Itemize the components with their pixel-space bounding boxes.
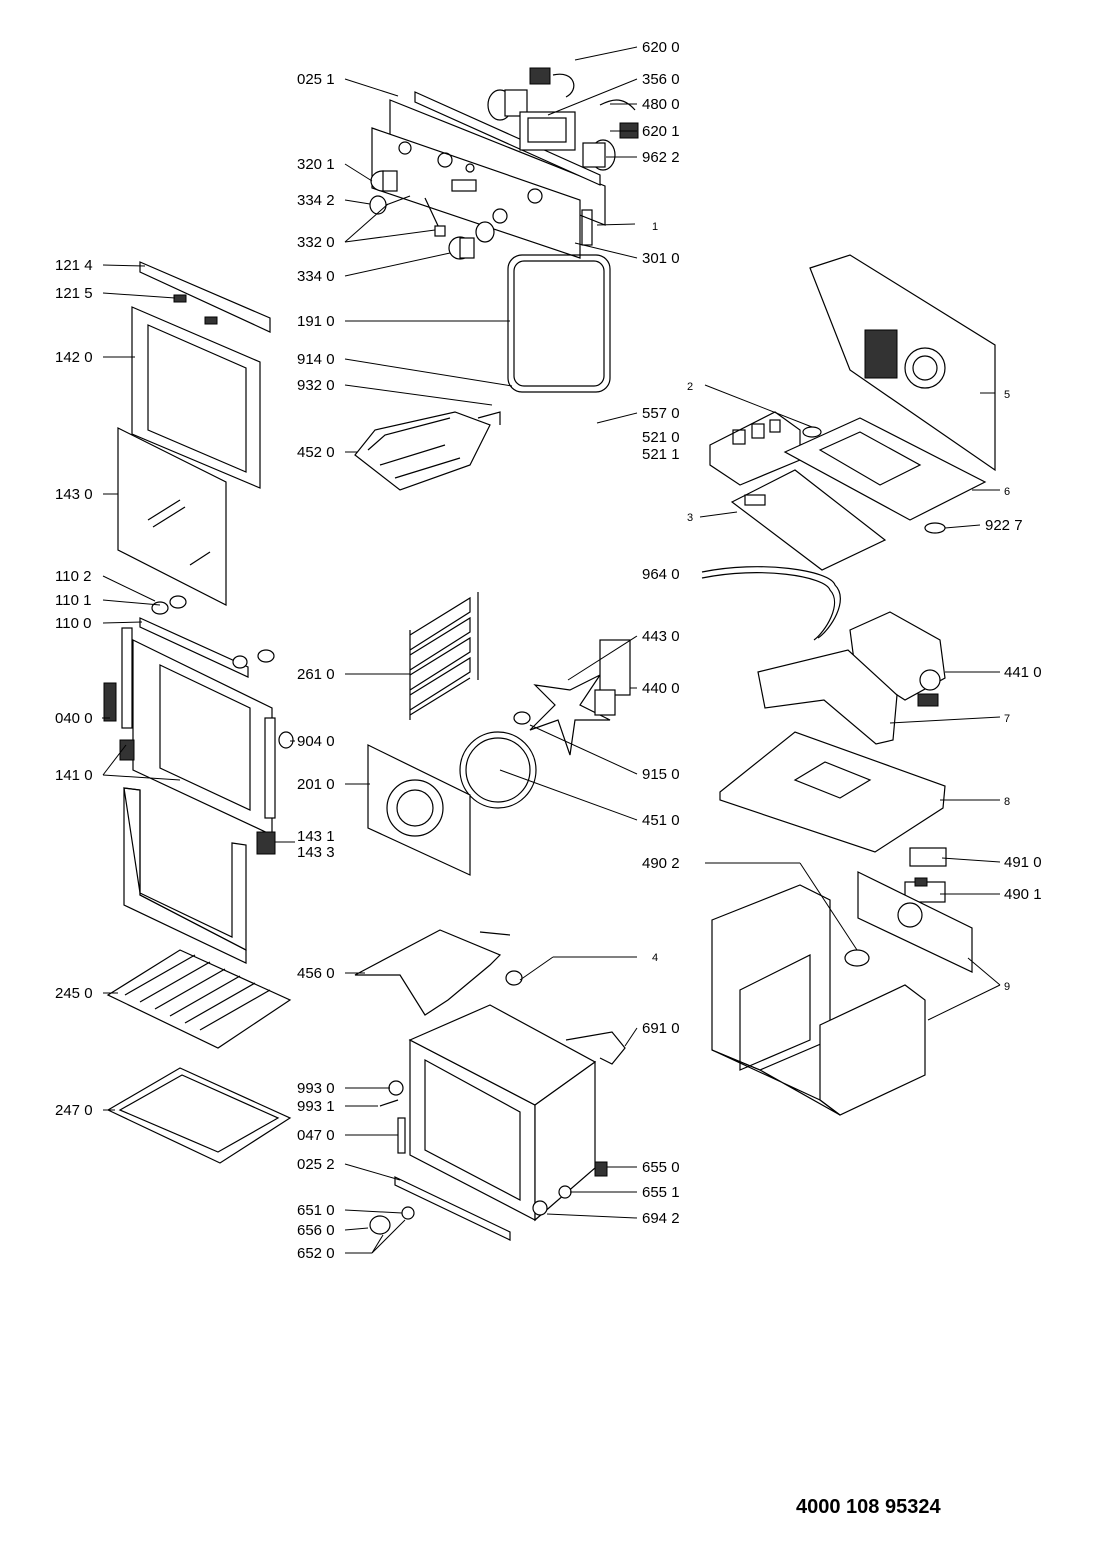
outer-casing (711, 884, 926, 1116)
label-247-0: 247 0 (55, 1102, 93, 1119)
label-143-3: 143 3 (297, 844, 335, 861)
control-panel (371, 91, 606, 259)
label-201-0: 201 0 (297, 776, 335, 793)
label-7: 7 (1004, 713, 1011, 725)
label-652-0: 652 0 (297, 1245, 335, 1262)
label-320-1: 320 1 (297, 156, 335, 173)
label-914-0: 914 0 (297, 351, 335, 368)
door-assembly (103, 261, 294, 964)
top-cover (809, 254, 996, 472)
label-451-0: 451 0 (642, 812, 680, 829)
label-655-1: 655 1 (642, 1184, 680, 1201)
label-121-5: 121 5 (55, 285, 93, 302)
base-plate-8 (719, 731, 946, 853)
label-261-0: 261 0 (297, 666, 335, 683)
label-6: 6 (1004, 486, 1011, 498)
lamp-holders (487, 67, 639, 171)
label-142-0: 142 0 (55, 349, 93, 366)
label-025-2: 025 2 (297, 1156, 335, 1173)
label-110-2: 110 2 (55, 568, 92, 585)
label-962-2: 962 2 (642, 149, 680, 166)
label-480-0: 480 0 (642, 96, 680, 113)
label-521-1: 521 1 (642, 446, 680, 463)
label-452-0: 452 0 (297, 444, 335, 461)
label-040-0: 040 0 (55, 710, 93, 727)
label-456-0: 456 0 (297, 965, 335, 982)
label-356-0: 356 0 (642, 71, 680, 88)
duct-7 (757, 649, 898, 745)
label-245-0: 245 0 (55, 985, 93, 1002)
label-5: 5 (1004, 389, 1011, 401)
label-490-1: 490 1 (1004, 886, 1042, 903)
lower-element (354, 929, 511, 1016)
label-143-0: 143 0 (55, 486, 93, 503)
label-521-0: 521 0 (642, 429, 680, 446)
oven-cavity (369, 970, 626, 1241)
label-620-1: 620 1 (642, 123, 680, 140)
shelf-supports (409, 592, 479, 720)
label-964-0: 964 0 (642, 566, 680, 583)
label-441-0: 441 0 (1004, 664, 1042, 681)
top-plate (783, 417, 987, 534)
label-656-0: 656 0 (297, 1222, 335, 1239)
racks-and-trays (106, 949, 292, 1164)
label-694-2: 694 2 (642, 1210, 680, 1227)
label-4: 4 (652, 952, 659, 964)
label-440-0: 440 0 (642, 680, 680, 697)
cable-964-0 (701, 566, 841, 639)
label-8: 8 (1004, 796, 1011, 808)
door-gasket (507, 254, 611, 393)
label-3: 3 (687, 512, 694, 524)
label-110-1: 110 1 (55, 592, 92, 609)
label-301-0: 301 0 (642, 250, 680, 267)
label-9: 9 (1004, 981, 1011, 993)
grill-heater (354, 411, 501, 491)
label-993-0: 993 0 (297, 1080, 335, 1097)
label-490-2: 490 2 (642, 855, 680, 872)
label-655-0: 655 0 (642, 1159, 680, 1176)
label-1: 1 (652, 221, 659, 233)
bottom-plate-3 (730, 469, 887, 571)
label-691-0: 691 0 (642, 1020, 680, 1037)
label-932-0: 932 0 (297, 377, 335, 394)
label-334-0: 334 0 (297, 268, 335, 285)
electronic-module (709, 411, 822, 486)
back-panel-9 (857, 871, 973, 973)
label-025-1: 025 1 (297, 71, 335, 88)
fan-parts (459, 639, 631, 809)
knobs (369, 170, 495, 260)
label-922-7: 922 7 (985, 517, 1023, 534)
label-143-1: 143 1 (297, 828, 335, 845)
label-491-0: 491 0 (1004, 854, 1042, 871)
label-191-0: 191 0 (297, 313, 335, 330)
label-915-0: 915 0 (642, 766, 680, 783)
label-651-0: 651 0 (297, 1202, 335, 1219)
label-141-0: 141 0 (55, 767, 93, 784)
label-557-0: 557 0 (642, 405, 680, 422)
label-332-0: 332 0 (297, 234, 335, 251)
label-904-0: 904 0 (297, 733, 335, 750)
label-047-0: 047 0 (297, 1127, 335, 1144)
label-2: 2 (687, 381, 694, 393)
leader-lines (102, 46, 1001, 1254)
document-number: 4000 108 95324 (796, 1496, 941, 1518)
label-620-0: 620 0 (642, 39, 680, 56)
rear-panel (367, 744, 471, 876)
label-121-4: 121 4 (55, 257, 93, 274)
label-110-0: 110 0 (55, 615, 92, 632)
label-334-2: 334 2 (297, 192, 335, 209)
label-443-0: 443 0 (642, 628, 680, 645)
label-993-1: 993 1 (297, 1098, 335, 1115)
switches (904, 847, 947, 903)
